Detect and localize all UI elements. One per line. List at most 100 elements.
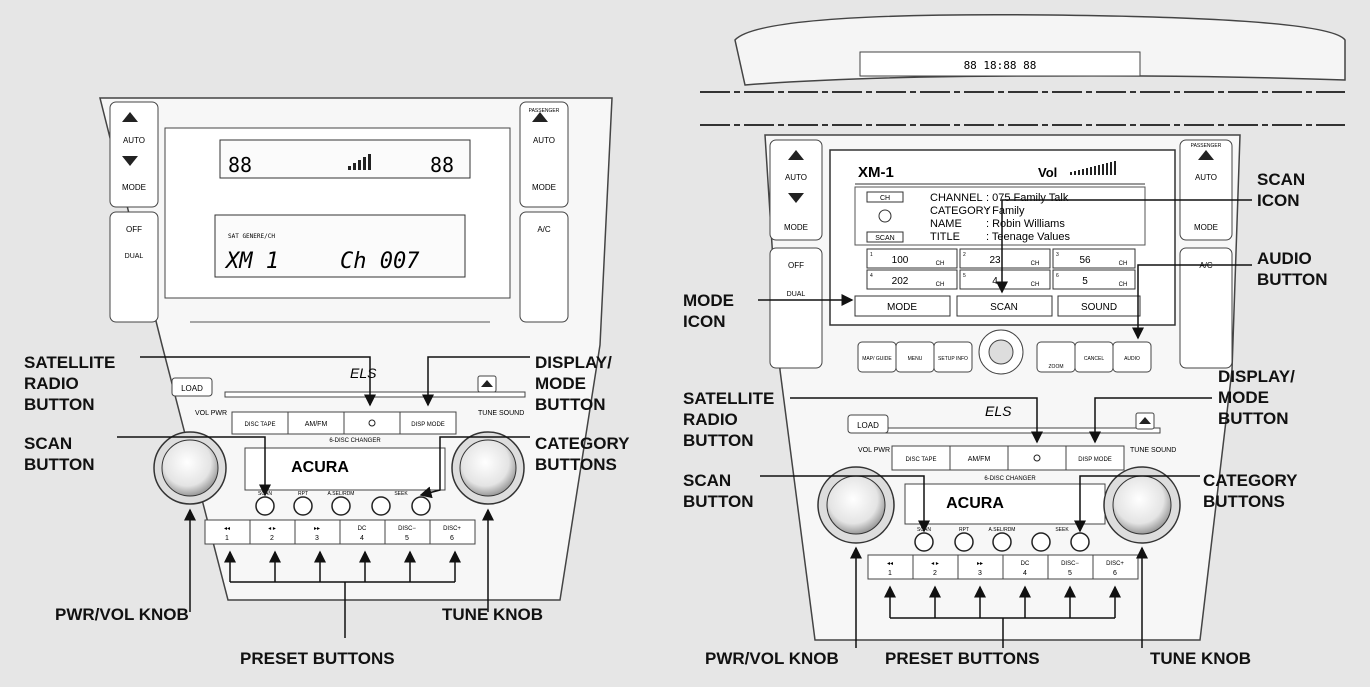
ch-icon[interactable] <box>866 191 904 203</box>
svg-text:LOAD: LOAD <box>857 421 879 430</box>
r-tune-knob[interactable] <box>1112 475 1172 535</box>
r-six-disc-label: 6-DISC CHANGER <box>984 476 1036 482</box>
r-rpt-button[interactable] <box>954 532 974 552</box>
down-arrow-icon[interactable] <box>122 156 138 166</box>
scan-button[interactable] <box>255 496 275 516</box>
up-arrow-icon[interactable] <box>122 112 138 122</box>
audio-button[interactable] <box>1112 341 1152 373</box>
fan-level-icon <box>348 154 371 170</box>
svg-text:SOUND: SOUND <box>1081 302 1117 313</box>
left-climate-mode[interactable]: MODE <box>122 183 146 192</box>
r-satellite-icon <box>1033 454 1041 462</box>
r-load-button[interactable] <box>847 414 889 434</box>
r-down-arrow-icon[interactable] <box>788 193 804 203</box>
a-sel-rdm-button[interactable] <box>331 496 351 516</box>
rpt-button[interactable] <box>293 496 313 516</box>
r-preset-button-5[interactable]: 5 <box>1068 570 1072 577</box>
r-preset-button-6[interactable]: 6 <box>1113 570 1117 577</box>
r-up-arrow-icon-right[interactable] <box>1198 150 1214 160</box>
up-arrow-icon-right[interactable] <box>532 112 548 122</box>
svg-text:DISP MODE: DISP MODE <box>411 422 445 428</box>
preset-button-5[interactable]: 5 <box>405 535 409 542</box>
r-left-climate-auto[interactable]: AUTO <box>785 173 807 182</box>
satellite-icon <box>368 419 376 427</box>
screen-preset-6[interactable] <box>1052 269 1136 290</box>
r-left-climate-mode[interactable]: MODE <box>784 223 808 232</box>
r-seek-down-button[interactable] <box>1031 532 1051 552</box>
left-climate-dual[interactable]: DUAL <box>125 253 144 260</box>
callout-right-scan-button: SCAN BUTTON <box>683 471 754 511</box>
preset-button-6[interactable]: 6 <box>450 535 454 542</box>
right-climate-auto[interactable]: AUTO <box>533 136 555 145</box>
preset-button-1[interactable]: 1 <box>225 535 229 542</box>
r-pwr-vol-knob[interactable] <box>826 475 886 535</box>
preset-6-symbol: DISC+ <box>443 526 461 532</box>
sound-screen-icon[interactable] <box>1057 295 1141 317</box>
r-preset-1-symbol: ◂◂ <box>887 561 893 567</box>
preset-2-symbol: ◂ ▸ <box>268 526 276 532</box>
acura-brand: ACURA <box>291 459 349 476</box>
vol-pwr-label: VOL PWR <box>195 410 227 417</box>
seek-down-button[interactable] <box>371 496 391 516</box>
preset-5-symbol: DISC− <box>398 526 416 532</box>
right-climate-ac[interactable]: A/C <box>537 225 551 234</box>
setup-info-button[interactable] <box>933 341 973 373</box>
preset-button-4[interactable]: 4 <box>360 535 364 542</box>
screen-preset-4[interactable] <box>866 269 958 290</box>
svg-text:5: 5 <box>963 273 966 279</box>
screen-preset-1[interactable] <box>866 248 958 269</box>
svg-text:5: 5 <box>1082 276 1088 287</box>
satellite-radio-button[interactable] <box>343 411 401 435</box>
info-value-category: : Family <box>986 205 1025 217</box>
preset-button-3[interactable]: 3 <box>315 535 319 542</box>
scan-screen-icon[interactable] <box>866 231 904 243</box>
joystick-center[interactable] <box>988 339 1014 365</box>
callout-right-satellite-radio-button: SATELLITE RADIO BUTTON <box>683 389 775 450</box>
r-left-climate-dual[interactable]: DUAL <box>787 291 806 298</box>
screen-preset-3[interactable] <box>1052 248 1136 269</box>
r-seek-up-button[interactable] <box>1070 532 1090 552</box>
r-preset-row: ◂◂ ◂ ▸ ▸▸ DC DISC− DISC+ 1 2 3 4 5 6 <box>867 554 1139 580</box>
r-satellite-radio-button[interactable] <box>1007 445 1067 471</box>
r-preset-button-4[interactable]: 4 <box>1023 570 1027 577</box>
tune-knob[interactable] <box>459 439 517 497</box>
info-label-title: TITLE <box>930 231 960 243</box>
svg-text:AM/FM: AM/FM <box>305 421 328 428</box>
left-climate-off[interactable]: OFF <box>126 225 142 234</box>
r-preset-button-3[interactable]: 3 <box>978 570 982 577</box>
svg-text:DISP MODE: DISP MODE <box>1078 457 1112 463</box>
mode-screen-icon[interactable] <box>854 295 951 317</box>
screen-preset-grid: 1 2 3 4 5 6 100 23 56 202 4 5 CH CH CH C… <box>866 248 1136 290</box>
r-preset-button-2[interactable]: 2 <box>933 570 937 577</box>
callout-category-buttons: CATEGORY BUTTONS <box>535 434 630 474</box>
r-preset-4-symbol: DC <box>1021 561 1030 567</box>
pwr-vol-knob[interactable] <box>161 439 219 497</box>
disp-mode-button[interactable] <box>399 411 457 435</box>
svg-text:RPT: RPT <box>298 491 308 497</box>
svg-text:CH: CH <box>1119 282 1128 288</box>
r-right-climate-mode[interactable]: MODE <box>1194 223 1218 232</box>
preset-button-2[interactable]: 2 <box>270 535 274 542</box>
seek-up-button[interactable] <box>411 496 431 516</box>
svg-text:1: 1 <box>870 252 873 258</box>
r-a-sel-rdm-button[interactable] <box>992 532 1012 552</box>
load-button[interactable] <box>171 377 213 397</box>
screen-preset-2[interactable] <box>959 248 1051 269</box>
info-value-title: : Teenage Values <box>986 231 1070 243</box>
r-preset-button-1[interactable]: 1 <box>888 570 892 577</box>
r-right-climate-auto[interactable]: AUTO <box>1195 173 1217 182</box>
lcd-channel: Ch 007 <box>340 249 420 274</box>
r-disc-tape-button[interactable] <box>891 445 951 471</box>
right-climate-mode[interactable]: MODE <box>532 183 556 192</box>
r-left-climate-off[interactable]: OFF <box>788 261 804 270</box>
scan-bottom-icon[interactable] <box>956 295 1053 317</box>
r-middle-buttons: SCAN RPT A.SEL/RDM SEEK <box>914 527 1090 552</box>
r-preset-3-symbol: ▸▸ <box>977 561 983 567</box>
r-up-arrow-icon[interactable] <box>788 150 804 160</box>
svg-text:MAP/ GUIDE: MAP/ GUIDE <box>862 356 892 362</box>
svg-text:SEEK: SEEK <box>394 491 408 497</box>
r-scan-button[interactable] <box>914 532 934 552</box>
r-disp-mode-button[interactable] <box>1065 445 1125 471</box>
left-unit: AUTO MODE OFF DUAL PASSENGER AUTO MODE A… <box>99 97 613 638</box>
left-climate-auto[interactable]: AUTO <box>123 136 145 145</box>
